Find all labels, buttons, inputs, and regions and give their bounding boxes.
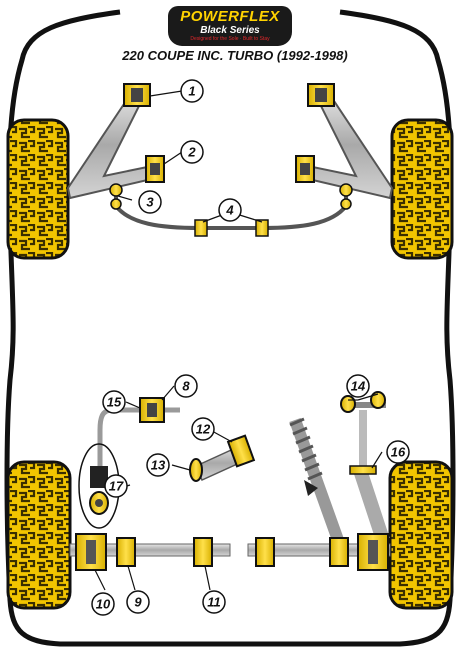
bushing-icon-11-right: [255, 537, 275, 567]
callout-label: 4: [225, 203, 234, 218]
front-wishbone-right: [302, 90, 394, 200]
bushing-icon-9-left: [116, 537, 136, 567]
bushing-icon-2-right: [295, 155, 315, 183]
callout-1: 1: [180, 79, 204, 103]
bushing-icon-13: [189, 458, 203, 482]
callout-label: 14: [351, 379, 366, 394]
brand-tagline: Designed for the Sole · Built to Stay: [190, 36, 270, 42]
bushing-icon-10-left: [75, 533, 107, 571]
callout-label: 15: [107, 395, 122, 410]
rear-axle-right: [247, 543, 391, 557]
callout-label: 8: [182, 379, 190, 394]
callout-10: 10: [91, 592, 115, 616]
callout-label: 2: [187, 145, 196, 160]
bushing-icon-1-right: [307, 83, 335, 107]
wheel-icon-rear-right: [388, 460, 454, 610]
callout-15: 15: [102, 390, 126, 414]
rear-shock-absorber: [353, 410, 390, 543]
front-anti-roll-bar: [114, 190, 348, 230]
bushing-icon-14-right: [370, 391, 386, 409]
wheel-icon-front-right: [390, 118, 454, 260]
bushing-icon-2-left: [145, 155, 165, 183]
callout-label: 3: [146, 195, 154, 210]
rear-axle-left: [69, 543, 231, 557]
drop-link-right-lower: [340, 198, 352, 210]
brand-series: Black Series: [200, 25, 260, 36]
callout-14: 14: [346, 374, 370, 398]
callout-9: 9: [126, 590, 150, 614]
bushing-icon-11-left: [193, 537, 213, 567]
bushing-icon-16: [349, 465, 377, 475]
callout-8: 8: [174, 374, 198, 398]
rear-spring: [289, 417, 344, 543]
callout-16: 16: [386, 440, 410, 464]
wheel-icon-rear-left: [6, 460, 72, 610]
brand-name: POWERFLEX: [180, 8, 280, 25]
callout-label: 9: [134, 595, 142, 610]
callout-label: 1: [188, 84, 195, 99]
end-link-body: [90, 466, 108, 488]
wheel-icon-front-left: [6, 118, 70, 260]
bushing-icon-1-left: [123, 83, 151, 107]
callout-2: 2: [180, 140, 204, 164]
shock-top-plate: [344, 402, 386, 408]
drop-link-right: [339, 183, 353, 197]
bushing-icon-9-right: [329, 537, 349, 567]
drop-link-left: [109, 183, 123, 197]
bushing-icon-10-right: [357, 533, 389, 571]
callout-12: 12: [191, 417, 215, 441]
bushing-icon-8: [139, 397, 165, 423]
callout-leaders: [94, 90, 383, 591]
callout-label: 11: [207, 595, 221, 610]
callout-label: 10: [96, 597, 111, 612]
callout-17: 17: [104, 474, 128, 498]
page-title: 220 COUPE INC. TURBO (1992-1998): [122, 48, 348, 63]
front-wishbone-left: [66, 90, 158, 200]
callout-label: 16: [391, 445, 406, 460]
callout-4: 4: [218, 198, 242, 222]
callout-3: 3: [138, 190, 162, 214]
bushing-icon-14-left: [340, 395, 356, 413]
bushing-icon-12: [226, 434, 256, 468]
callout-label: 12: [196, 422, 211, 437]
bushing-icon-4-right: [255, 219, 269, 237]
bushing-icon-4-left: [194, 219, 208, 237]
callout-label: 17: [109, 479, 124, 494]
callout-11: 11: [202, 590, 226, 614]
callout-label: 13: [151, 458, 166, 473]
powerflex-logo: POWERFLEX Black Series Designed for the …: [168, 6, 292, 46]
callout-13: 13: [146, 453, 170, 477]
bushing-icon-17-core: [95, 499, 103, 507]
drop-link-left-lower: [110, 198, 122, 210]
